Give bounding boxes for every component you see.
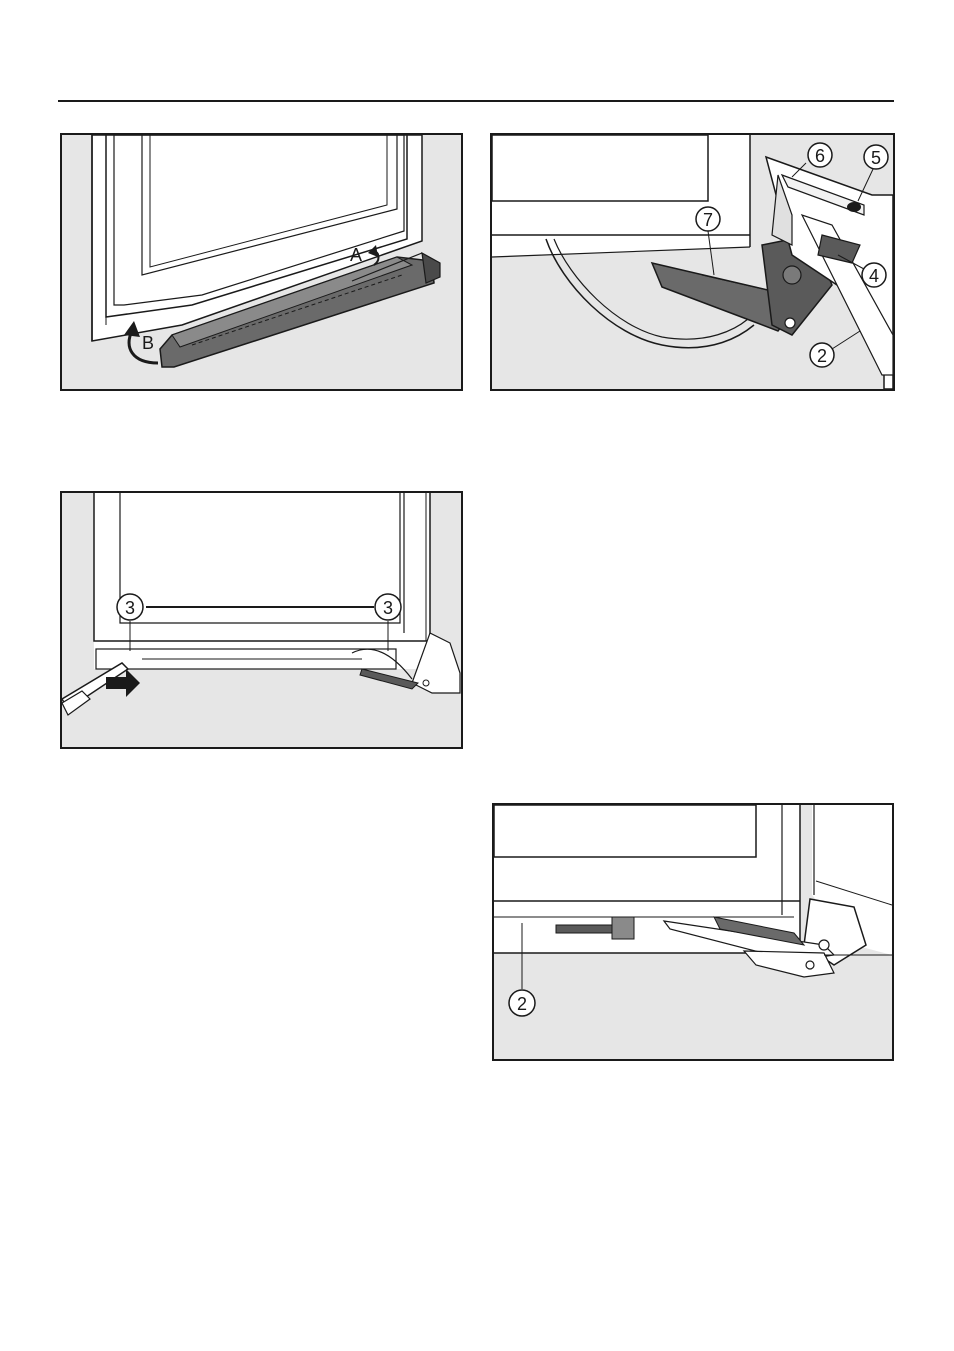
label-a: A xyxy=(350,245,362,265)
callout-2: 2 xyxy=(817,346,827,366)
figure-remove-cover-strip: A B xyxy=(60,133,463,391)
illustration-hinge-bottom-view: 2 xyxy=(494,805,892,1059)
callout-3-left: 3 xyxy=(125,598,135,618)
callout-2: 2 xyxy=(517,994,527,1014)
illustration-door-cover-strip: A B xyxy=(62,135,461,389)
illustration-door-bottom-screws: 3 3 xyxy=(62,493,461,747)
figure-hinge-detail: 6 5 7 4 2 xyxy=(490,133,895,391)
figure-hinge-closed: 2 xyxy=(492,803,894,1061)
figure-loosen-screws: 3 3 xyxy=(60,491,463,749)
callout-5: 5 xyxy=(871,148,881,168)
header-rule xyxy=(58,100,894,102)
callout-4: 4 xyxy=(869,266,879,286)
label-b: B xyxy=(142,333,154,353)
callout-6: 6 xyxy=(815,146,825,166)
callout-7: 7 xyxy=(703,210,713,230)
callout-3-right: 3 xyxy=(383,598,393,618)
illustration-hinge-release: 6 5 7 4 2 xyxy=(492,135,893,389)
